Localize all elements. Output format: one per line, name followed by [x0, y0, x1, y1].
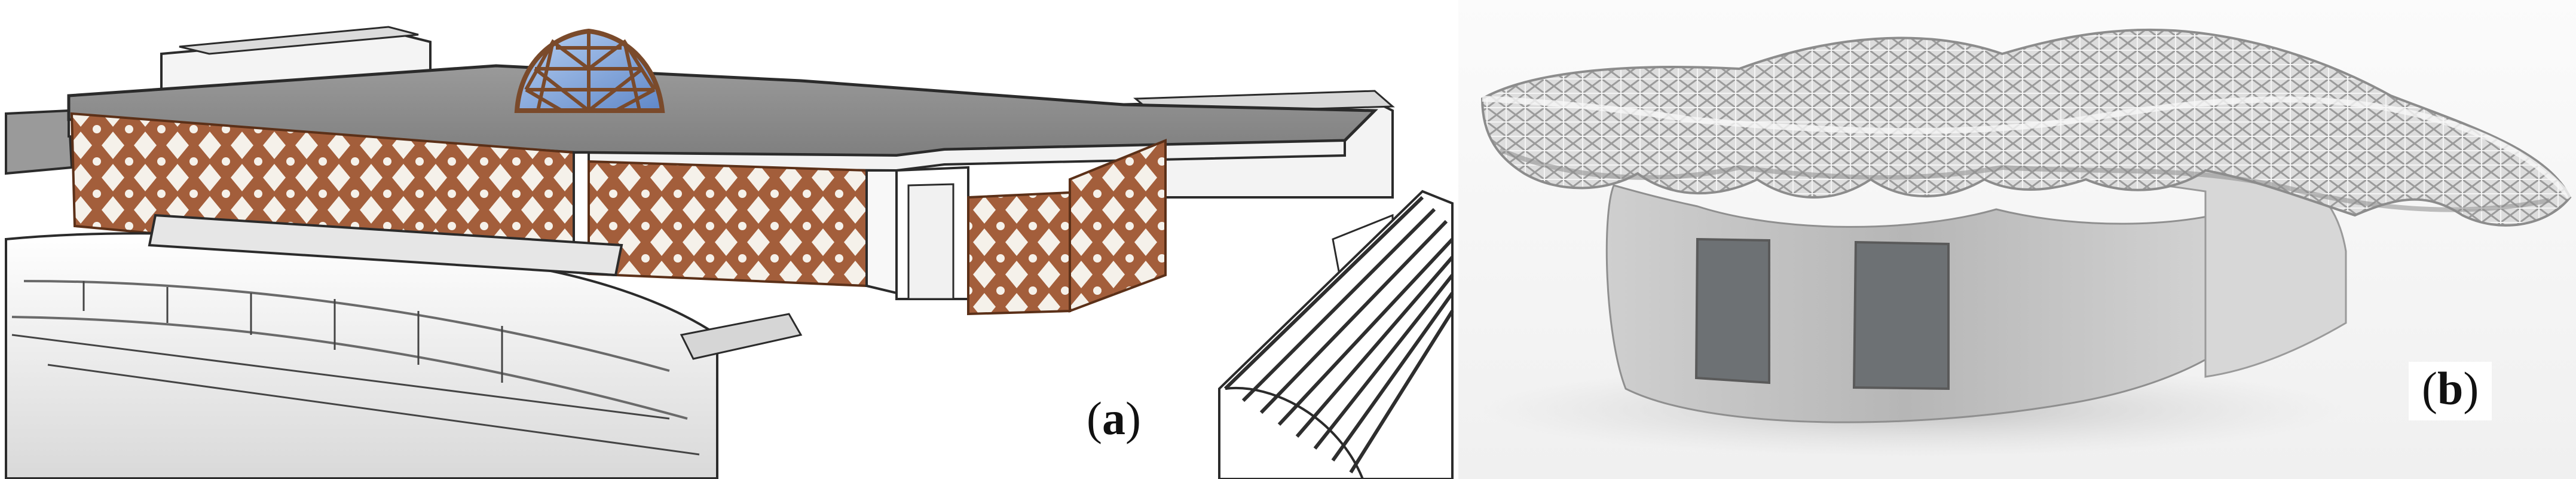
panel-label-a-close: ) — [1125, 392, 1141, 444]
entrance-portal — [895, 166, 969, 300]
panel-label-b-open: ( — [2422, 362, 2437, 414]
building-with-perforated-facade-illustration — [5, 26, 1454, 479]
window-openings — [1694, 237, 1950, 390]
facade-center — [588, 160, 898, 295]
panel-label-b-letter: b — [2437, 362, 2464, 414]
roof-shell — [1480, 28, 2572, 227]
parametric-roof-shell-illustration — [1458, 0, 2576, 479]
panel-label-b: (b) — [2409, 362, 2492, 420]
panel-label-a-letter: a — [1102, 392, 1125, 444]
geodesic-dome — [514, 28, 665, 113]
panel-a-architectural-model: (a) — [5, 26, 1454, 479]
panel-label-a: (a) — [1076, 392, 1152, 449]
main-roof — [67, 64, 1378, 172]
panel-label-a-open: ( — [1087, 392, 1102, 444]
panel-label-b-close: ) — [2463, 362, 2479, 414]
foreground-canopies — [5, 213, 803, 479]
panel-b-parametric-shell: (b) — [1458, 0, 2576, 479]
railing-lines — [11, 281, 700, 456]
dark-canopy — [1218, 190, 1454, 479]
facade-right — [967, 139, 1167, 316]
